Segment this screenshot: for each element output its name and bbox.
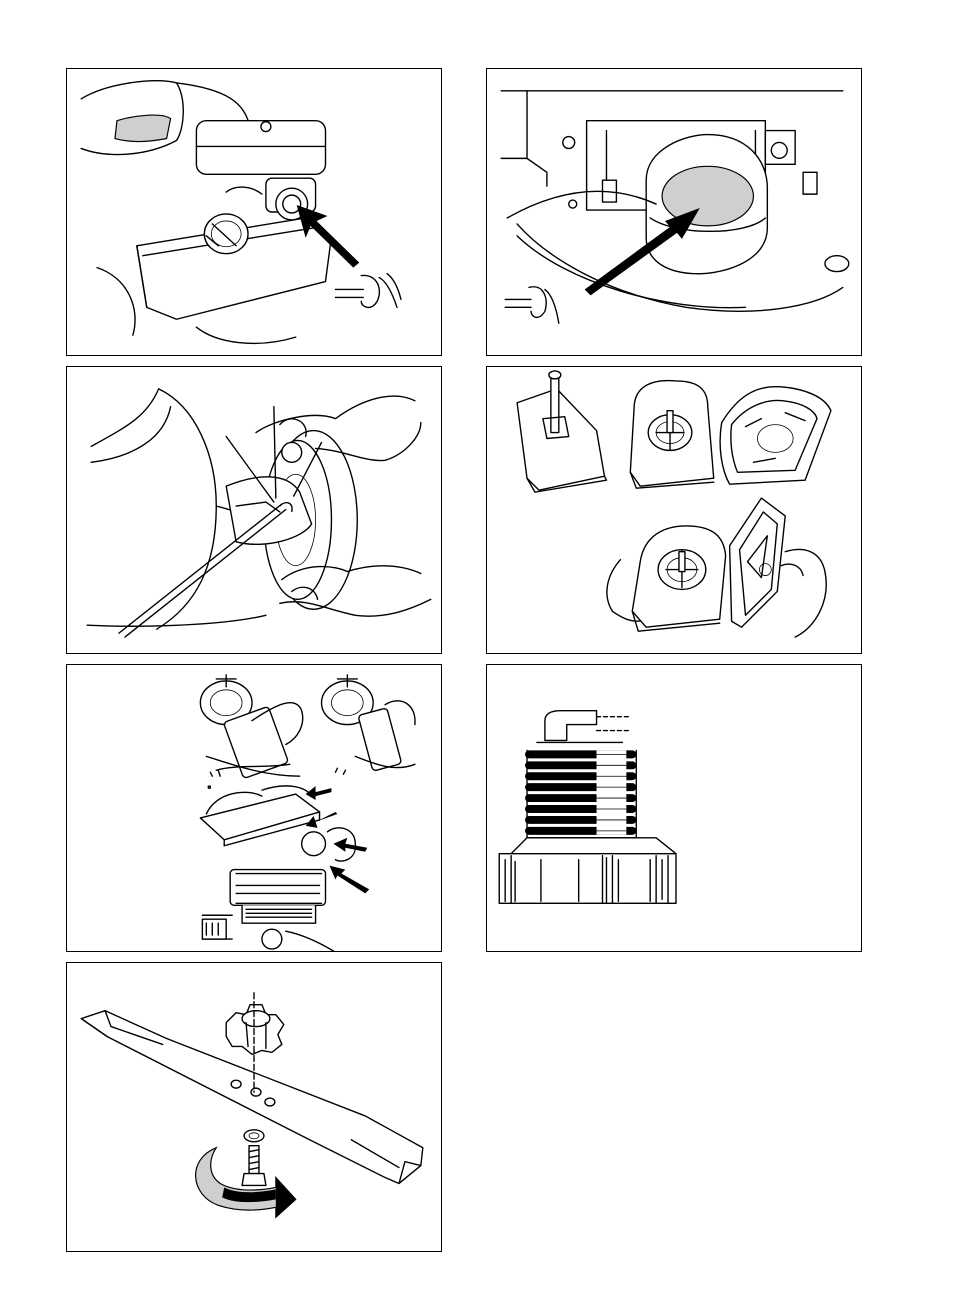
- filter-cover-icon: [730, 498, 786, 627]
- filter-cover-icon: [517, 371, 606, 492]
- panel-height-adjust: [66, 366, 442, 654]
- adapter-icon: [226, 1005, 284, 1055]
- hand-icon: [781, 550, 826, 638]
- filter-element-icon: [632, 526, 725, 631]
- air-filter-paper-illustration: [67, 665, 441, 951]
- engine-small-right: [322, 675, 416, 774]
- panel-oil-fill: [66, 68, 442, 356]
- panel-spark-plug: [486, 664, 862, 952]
- engine-oil-fill-illustration: [67, 69, 441, 355]
- spark-plug-icon: [499, 711, 676, 904]
- pointer-arrow-icon: [329, 866, 369, 894]
- panel-blade: [66, 962, 442, 1252]
- engine-oil-drain-illustration: [487, 69, 861, 355]
- finger-press-icon: [505, 287, 559, 323]
- engine-small-left: [200, 675, 302, 779]
- height-adjust-illustration: [67, 367, 441, 653]
- panel-air-filter-paper: [66, 664, 442, 952]
- finger-press-icon: [335, 274, 401, 308]
- pointer-arrow-icon: [306, 786, 332, 800]
- blade-illustration: [67, 963, 441, 1251]
- filter-element-icon: [630, 381, 713, 489]
- panel-air-filter-foam: [486, 366, 862, 654]
- air-filter-foam-illustration: [487, 367, 861, 653]
- filter-element-icon: [720, 387, 831, 485]
- bolt-icon: [242, 1130, 266, 1186]
- pointer-arrow-icon: [333, 838, 367, 852]
- panel-oil-drain: [486, 68, 862, 356]
- spark-plug-illustration: [487, 665, 861, 951]
